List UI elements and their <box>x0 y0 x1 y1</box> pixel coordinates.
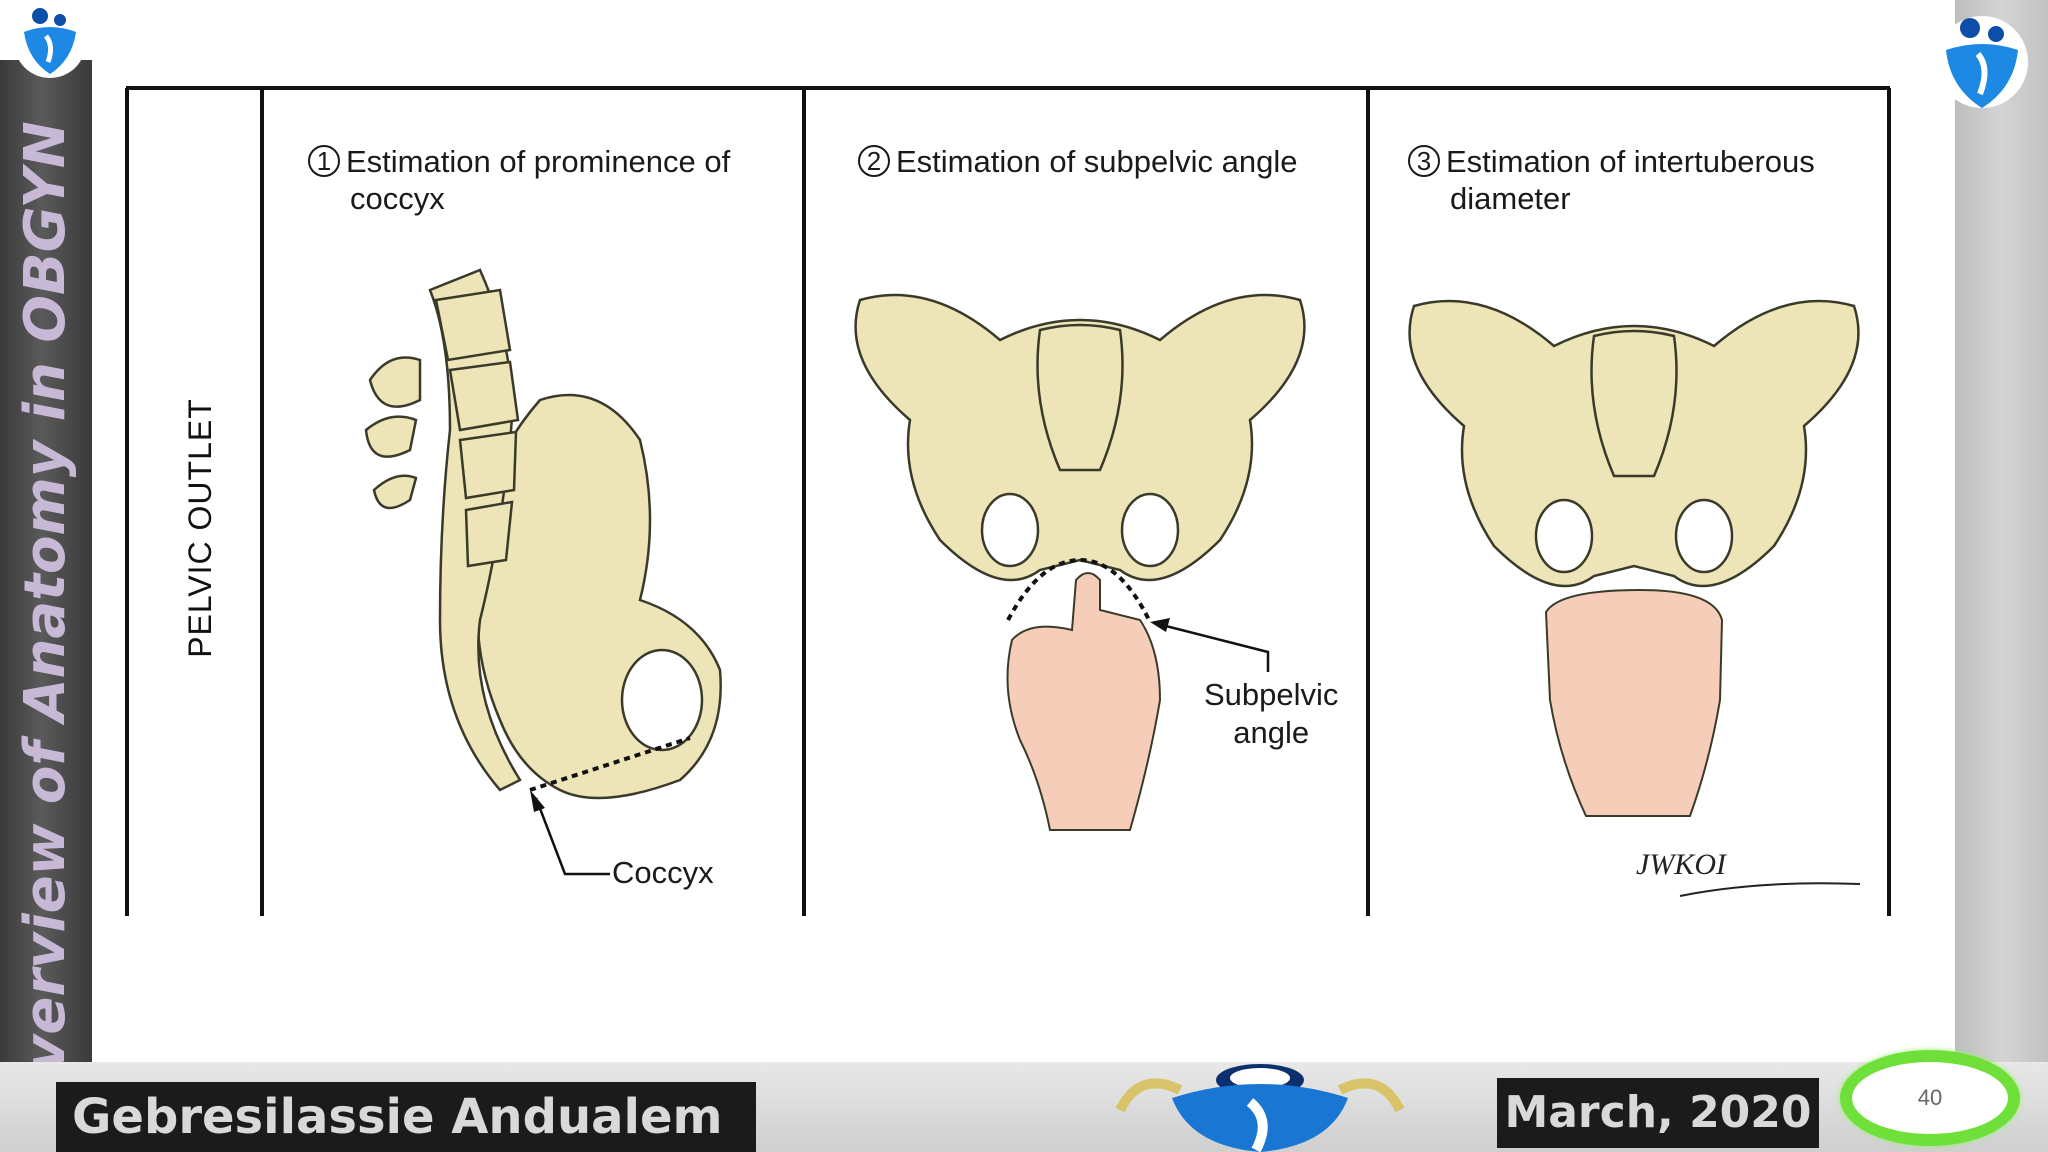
illustrator-signature: JWKOI <box>1636 848 1726 881</box>
panel-1-title-line2: coccyx <box>350 181 445 216</box>
hand-illustration <box>1006 572 1162 831</box>
panel-1-title-line1: Estimation of prominence of <box>346 144 731 179</box>
subpelvic-label-line2: angle <box>1233 715 1310 750</box>
subpelvic-arrowhead <box>1150 618 1170 632</box>
right-edge-bar <box>1955 0 2048 1152</box>
figure-frame <box>125 86 1891 916</box>
subpelvic-label-line1: Subpelvic <box>1204 677 1339 712</box>
subpelvic-angle-line <box>1006 557 1152 623</box>
page-number: 40 <box>1917 1085 1943 1110</box>
logo-icon <box>14 6 86 78</box>
sidebar: Overview of Anatomy in OBGYN <box>0 60 92 1082</box>
logo-icon <box>1115 1064 1405 1152</box>
logo-icon <box>1936 16 2028 108</box>
panel-2-title-line1: Estimation of subpelvic angle <box>896 144 1298 179</box>
step-number: 2 <box>858 145 890 177</box>
page-number-badge: 40 <box>1840 1050 2020 1146</box>
panel-3-title-line1: Estimation of intertuberous <box>1446 144 1815 179</box>
pelvis-front-illustration <box>1408 299 1860 588</box>
step-number: 1 <box>308 145 340 177</box>
row-label: PELVIC OUTLET <box>182 398 218 658</box>
subpelvic-angle-label: Subpelvic angle <box>1204 676 1338 752</box>
pelvis-front-illustration <box>854 293 1306 582</box>
fist-illustration <box>1544 588 1724 817</box>
presentation-date: March, 2020 <box>1497 1078 1819 1148</box>
coccyx-arrowhead <box>530 790 545 812</box>
panel-3-title-line2: diameter <box>1450 181 1571 216</box>
sacrum-lateral-illustration <box>364 268 722 800</box>
step-number: 3 <box>1408 145 1440 177</box>
subpelvic-pointer <box>1157 622 1270 672</box>
coccyx-label: Coccyx <box>612 855 714 890</box>
signature-flourish <box>1679 882 1861 897</box>
author-name: Gebresilassie Andualem <box>56 1082 756 1152</box>
coccyx-pointer <box>534 797 610 876</box>
